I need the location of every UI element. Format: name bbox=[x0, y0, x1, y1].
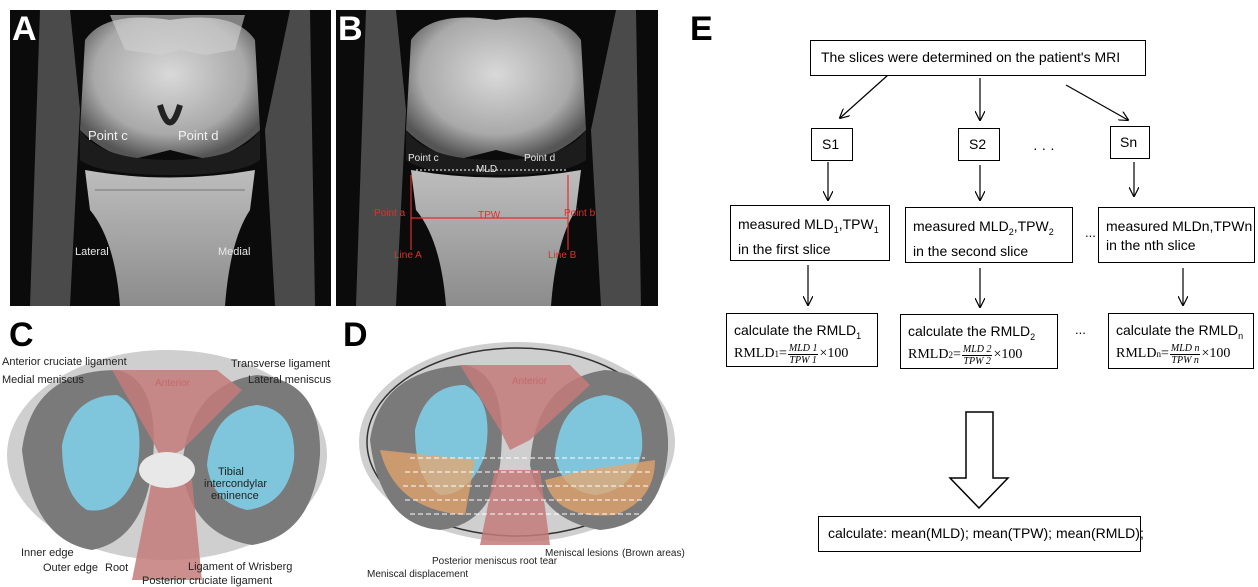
mri-image-a bbox=[10, 10, 331, 306]
measured-box-1: measured MLD1,TPW1 in the first slice bbox=[730, 205, 890, 261]
s2-text: S2 bbox=[969, 136, 999, 152]
measured-2-line2: in the second slice bbox=[913, 242, 1072, 261]
measured-n-line2: in the nth slice bbox=[1106, 236, 1254, 255]
label-lateral-meniscus: Lateral meniscus bbox=[248, 374, 331, 386]
measured-1-line1: measured MLD1,TPW1 bbox=[738, 215, 889, 240]
label-eminence: eminence bbox=[211, 490, 259, 502]
label-point-d-b: Point d bbox=[524, 153, 555, 164]
label-anterior-c: Anterior bbox=[155, 378, 190, 389]
mri-image-b bbox=[336, 10, 658, 306]
label-transverse-ligament: Transverse ligament bbox=[231, 358, 330, 370]
measured-1-line2: in the first slice bbox=[738, 240, 889, 259]
slice-dots: · · · bbox=[1033, 140, 1055, 156]
label-inner-edge: Inner edge bbox=[21, 547, 74, 559]
label-wrisberg: Ligament of Wrisberg bbox=[188, 561, 292, 573]
label-acl: Anterior cruciate ligament bbox=[2, 356, 127, 368]
calc-2-title: calculate the RMLD2 bbox=[908, 323, 1057, 342]
measured-2-line1: measured MLD2,TPW2 bbox=[913, 217, 1072, 242]
label-lateral: Lateral bbox=[75, 246, 109, 258]
panel-letter-b: B bbox=[338, 12, 363, 46]
meniscus-illustration-d bbox=[355, 330, 680, 555]
mri-panel-b: B Point c Point d MLD TPW Point a Point … bbox=[336, 10, 658, 306]
calc-ellipsis: ... bbox=[1075, 322, 1086, 337]
label-line-b: Line B bbox=[548, 250, 576, 261]
panel-letter-a: A bbox=[12, 12, 37, 46]
flowchart-connectors bbox=[688, 0, 1258, 587]
label-displacement: Meniscal displacement bbox=[367, 569, 468, 580]
label-tpw: TPW bbox=[478, 210, 500, 221]
top-box-text: The slices were determined on the patien… bbox=[821, 49, 1145, 65]
top-box: The slices were determined on the patien… bbox=[810, 40, 1146, 76]
label-line-a: Line A bbox=[394, 250, 422, 261]
mri-panel-a: A Point c Point d Lateral Medial bbox=[10, 10, 331, 306]
label-anterior-d: Anterior bbox=[512, 376, 547, 387]
label-point-c: Point c bbox=[88, 128, 128, 143]
label-lesions: Meniscal lesions bbox=[545, 548, 618, 559]
label-pcl: Posterior cruciate ligament bbox=[142, 575, 272, 587]
sn-text: Sn bbox=[1120, 134, 1149, 150]
slice-box-sn: Sn bbox=[1110, 126, 1150, 159]
s1-text: S1 bbox=[822, 136, 852, 152]
label-tibial: Tibial bbox=[218, 466, 244, 478]
label-medial-meniscus: Medial meniscus bbox=[2, 374, 84, 386]
label-point-a: Point a bbox=[374, 208, 405, 219]
calc-1-title: calculate the RMLD1 bbox=[734, 322, 877, 341]
final-box: calculate: mean(MLD); mean(TPW); mean(RM… bbox=[818, 516, 1141, 552]
slice-box-s1: S1 bbox=[811, 128, 853, 161]
label-brown-areas: (Brown areas) bbox=[622, 548, 685, 559]
label-point-b: Point b bbox=[564, 208, 595, 219]
calc-n-title: calculate the RMLDn bbox=[1116, 322, 1253, 341]
label-root: Root bbox=[105, 562, 128, 574]
measured-box-2: measured MLD2,TPW2 in the second slice bbox=[905, 207, 1073, 263]
final-text: calculate: mean(MLD); mean(TPW); mean(RM… bbox=[828, 525, 1140, 541]
slice-box-s2: S2 bbox=[958, 128, 1000, 161]
label-outer-edge: Outer edge bbox=[43, 562, 98, 574]
label-medial: Medial bbox=[218, 246, 250, 258]
label-intercondylar: intercondylar bbox=[204, 478, 267, 490]
measured-n-line1: measured MLDn,TPWn bbox=[1106, 217, 1254, 236]
label-root-tear: Posterior meniscus root tear bbox=[432, 556, 557, 567]
measured-ellipsis: ... bbox=[1085, 225, 1096, 240]
label-point-d: Point d bbox=[178, 128, 218, 143]
label-mld: MLD bbox=[476, 164, 497, 175]
measured-box-n: measured MLDn,TPWn in the nth slice bbox=[1098, 207, 1255, 263]
label-point-c-b: Point c bbox=[408, 153, 439, 164]
